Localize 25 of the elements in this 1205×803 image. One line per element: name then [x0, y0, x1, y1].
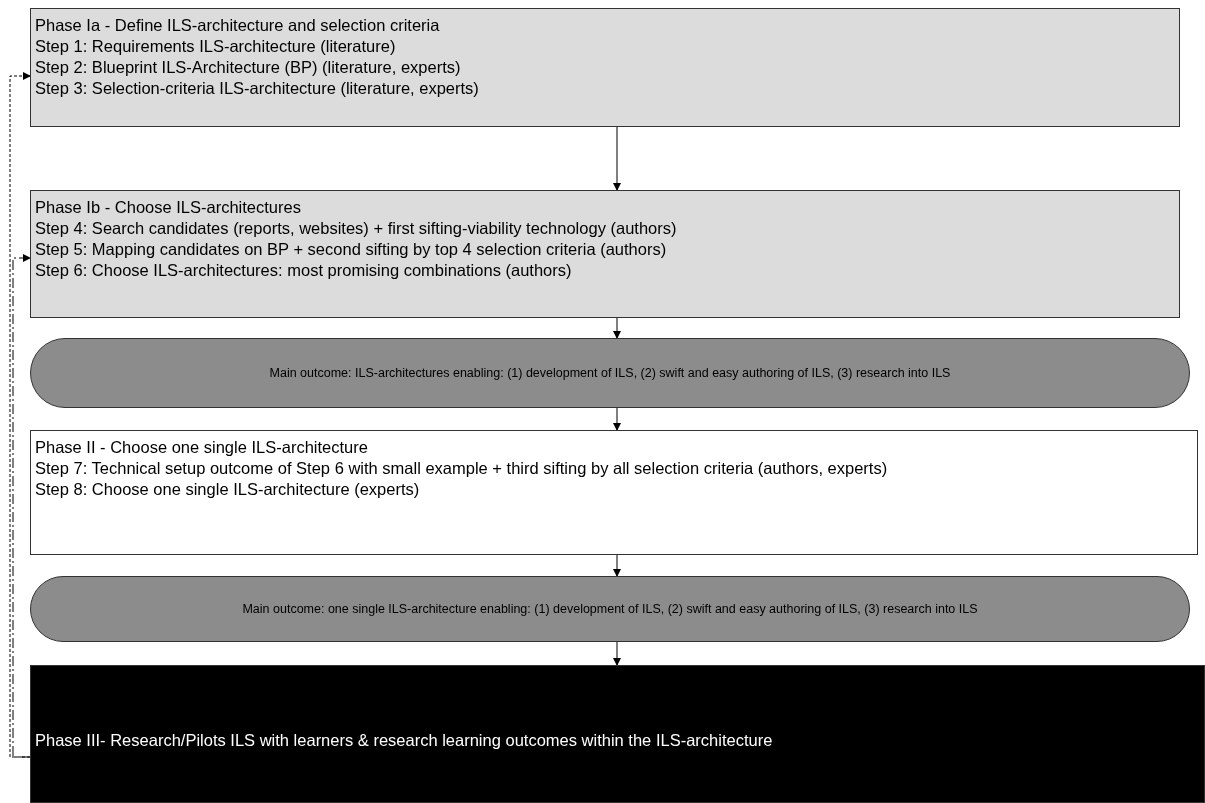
arrow: [12, 254, 31, 758]
step-text: Step 3: Selection-criteria ILS-architecture (literature, experts): [35, 78, 480, 99]
step-text: Step 4: Search candidates (reports, websites) + first sifting-viability technology (authors): [35, 218, 678, 239]
step-text: Step 8: Choose one single ILS-architecture (experts): [35, 479, 421, 500]
arrow: [613, 554, 621, 577]
phase-heading: Phase Ib - Choose ILS-architectures: [35, 197, 302, 218]
arrow: [9, 72, 31, 758]
phase-box: [30, 190, 1180, 318]
phase-heading: Phase II - Choose one single ILS-architecture: [35, 437, 369, 458]
step-text: Step 7: Technical setup outcome of Step 6 with small example + third sifting by all selection criteria (authors, experts): [35, 458, 889, 479]
outcome-text: Main outcome: one single ILS-architecture enabling: (1) development of ILS, (2) swift and easy authoring of ILS, (3) research into ILS: [242, 602, 978, 616]
phase-box: [30, 8, 1180, 127]
step-text: Step 6: Choose ILS-architectures: most promising combinations (authors): [35, 260, 573, 281]
outcome-text: Main outcome: ILS-architectures enabling: (1) development of ILS, (2) swift and easy authoring of ILS, (3) research into ILS: [269, 366, 951, 380]
phase-heading: Phase III- Research/Pilots ILS with learners & research learning outcomes within the ILS-architecture: [35, 730, 774, 751]
phase-heading: Phase Ia - Define ILS-architecture and selection criteria: [35, 15, 441, 36]
arrow: [613, 126, 621, 191]
arrow: [613, 407, 621, 431]
phase-box: [30, 430, 1198, 555]
step-text: Step 5: Mapping candidates on BP + second sifting by top 4 selection criteria (authors): [35, 239, 668, 260]
step-text: Step 1: Requirements ILS-architecture (literature): [35, 36, 397, 57]
arrow: [613, 641, 621, 666]
arrow: [613, 317, 621, 339]
phase-box: [30, 665, 1205, 803]
step-text: Step 2: Blueprint ILS-Architecture (BP) (literature, experts): [35, 57, 462, 78]
